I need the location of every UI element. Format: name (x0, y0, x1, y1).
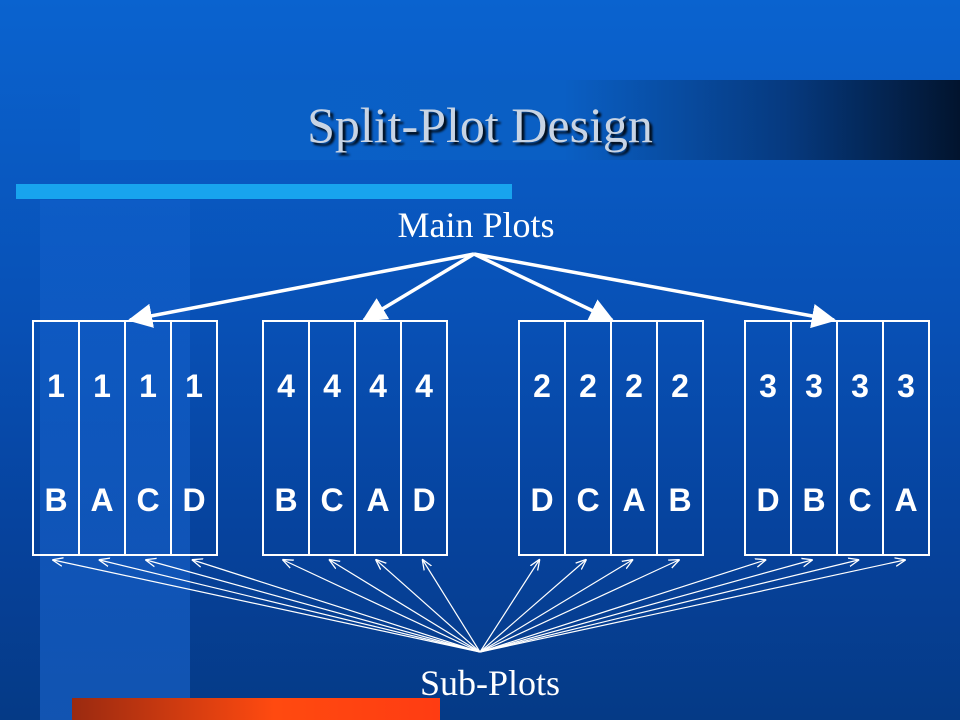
sub-plot-arrow (479, 560, 679, 653)
sub-plot: 3 D (746, 322, 790, 554)
sub-plot-arrow (376, 560, 481, 653)
orange-bar (72, 698, 440, 720)
main-plot-arrows (127, 252, 837, 329)
sub-plot-arrow (283, 560, 481, 653)
plot-number: 1 (185, 368, 203, 404)
sub-plot-arrow (53, 560, 481, 653)
plot-number: 2 (579, 368, 597, 404)
treatment-label: B (668, 482, 692, 518)
plot-number: 3 (851, 368, 869, 404)
treatment-label: C (576, 482, 600, 518)
plot-number: 3 (805, 368, 823, 404)
treatment-label: D (756, 482, 780, 518)
main-plot-arrow (473, 252, 615, 322)
accent-bar (16, 184, 512, 199)
sub-plot-arrow (479, 560, 765, 653)
treatment-label: B (802, 482, 826, 518)
sub-plot-arrow (423, 560, 481, 653)
sub-plot: 4 C (308, 322, 354, 554)
sub-plot-arrows (53, 560, 905, 653)
sub-plot: 4 B (264, 322, 308, 554)
plot-number: 4 (323, 368, 341, 404)
treatment-label: D (412, 482, 436, 518)
main-plot-arrow (361, 252, 475, 322)
treatment-label: A (622, 482, 646, 518)
treatment-label: D (182, 482, 206, 518)
sub-plot: 1 C (124, 322, 170, 554)
main-plots-label: Main Plots (397, 205, 555, 245)
sub-plot-arrow (479, 560, 632, 653)
plot-number: 1 (93, 368, 111, 404)
sub-plot-arrow (330, 560, 481, 653)
slide-title: Split-Plot Design (307, 97, 653, 153)
sub-plot-arrow (479, 560, 586, 653)
main-plot-2: 4 B 4 C 4 A 4 D (262, 320, 448, 556)
plot-number: 1 (139, 368, 157, 404)
main-plot-3: 2 D 2 C 2 A 2 B (518, 320, 704, 556)
sub-plot-arrow (146, 560, 481, 653)
plot-number: 2 (533, 368, 551, 404)
sub-plot: 3 C (836, 322, 882, 554)
plot-number: 3 (897, 368, 915, 404)
treatment-label: C (320, 482, 344, 518)
sub-plot-arrow (479, 560, 539, 653)
treatment-label: A (894, 482, 918, 518)
sub-plot-arrow (479, 560, 905, 653)
treatment-label: A (366, 482, 390, 518)
treatment-label: B (274, 482, 298, 518)
treatment-label: B (44, 482, 68, 518)
treatment-label: C (848, 482, 872, 518)
sub-plot: 2 C (564, 322, 610, 554)
sub-plot: 2 B (656, 322, 702, 554)
title-band (80, 80, 960, 160)
plot-number: 4 (415, 368, 433, 404)
sub-plot-arrow (479, 560, 858, 653)
plot-number: 2 (625, 368, 643, 404)
sub-plot: 1 D (170, 322, 216, 554)
main-plot-arrow (473, 252, 837, 329)
plot-number: 2 (671, 368, 689, 404)
sub-plots-label: Sub-Plots (419, 663, 561, 703)
left-column-decoration (40, 200, 190, 720)
sub-plot: 4 D (400, 322, 446, 554)
sub-plot: 3 A (882, 322, 928, 554)
sub-plot-arrow (479, 560, 812, 653)
main-plot-1: 1 B 1 A 1 C 1 D (32, 320, 218, 556)
treatment-label: D (530, 482, 554, 518)
sub-plot: 4 A (354, 322, 400, 554)
main-plot-arrow (127, 252, 475, 328)
treatment-label: C (136, 482, 160, 518)
sub-plot: 1 B (34, 322, 78, 554)
plot-number: 1 (47, 368, 65, 404)
main-plot-4: 3 D 3 B 3 C 3 A (744, 320, 930, 556)
sub-plot-arrow (193, 560, 481, 653)
sub-plot: 2 D (520, 322, 564, 554)
sub-plot: 3 B (790, 322, 836, 554)
plot-number: 4 (277, 368, 295, 404)
plot-number: 4 (369, 368, 387, 404)
sub-plot: 1 A (78, 322, 124, 554)
sub-plot: 2 A (610, 322, 656, 554)
treatment-label: A (90, 482, 114, 518)
plot-number: 3 (759, 368, 777, 404)
sub-plot-arrow (100, 560, 481, 653)
